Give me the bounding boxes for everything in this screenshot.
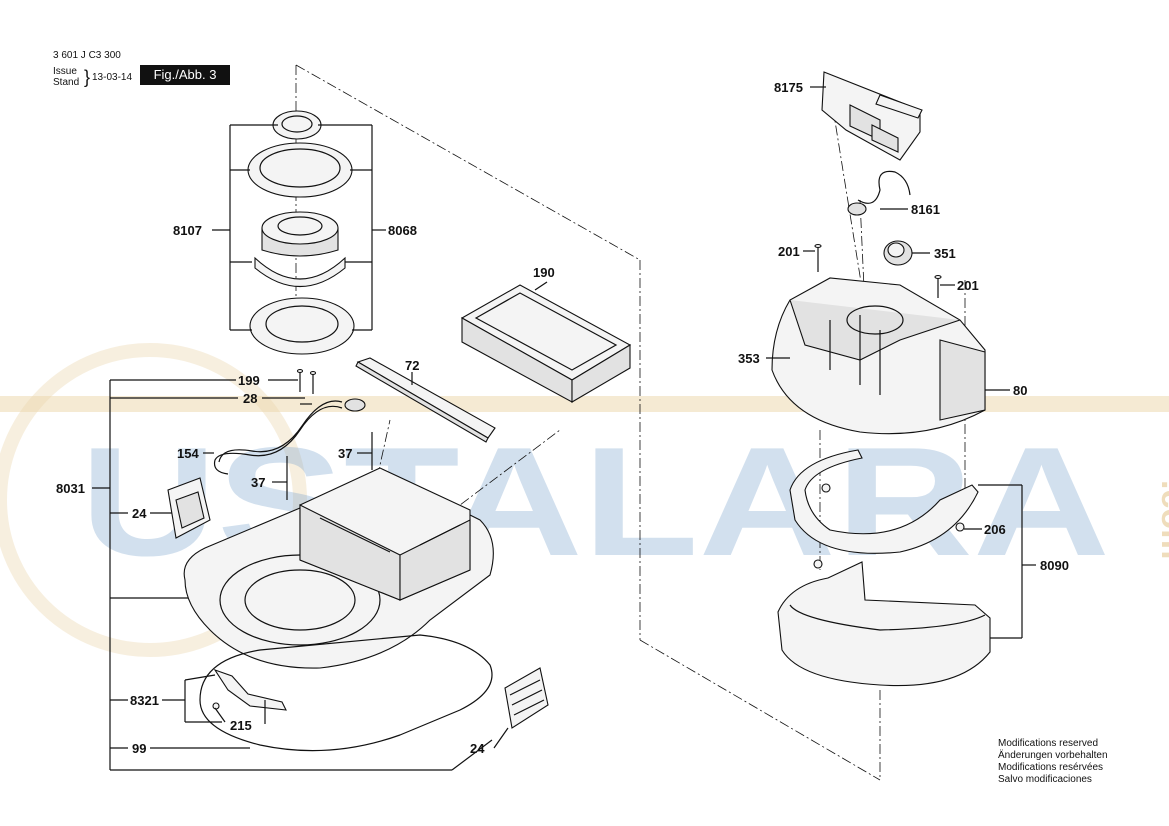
seal-ring bbox=[199, 634, 493, 752]
figure-label: Fig./Abb. 3 bbox=[140, 65, 230, 85]
leader-lines bbox=[92, 86, 1036, 771]
screws-201 bbox=[814, 243, 942, 298]
callout-201b: 201 bbox=[957, 278, 979, 293]
stand-label: Stand bbox=[53, 77, 80, 88]
callout-37b: 37 bbox=[251, 475, 265, 490]
callout-206: 206 bbox=[984, 522, 1006, 537]
switch-8161 bbox=[847, 170, 911, 216]
callout-37a: 37 bbox=[338, 446, 352, 461]
callout-351: 351 bbox=[934, 246, 956, 261]
issue-date: 13-03-14 bbox=[92, 72, 133, 83]
callout-72: 72 bbox=[405, 358, 419, 373]
filter-cartridge bbox=[460, 284, 632, 403]
callout-8031: 8031 bbox=[56, 481, 85, 496]
part-number: 3 601 J C3 300 bbox=[53, 50, 121, 61]
callout-190: 190 bbox=[533, 265, 555, 280]
callout-154: 154 bbox=[177, 446, 199, 461]
callout-8107: 8107 bbox=[173, 223, 202, 238]
callout-8161: 8161 bbox=[911, 202, 940, 217]
bottom-shell bbox=[777, 561, 991, 687]
motor-stack bbox=[247, 110, 355, 355]
watermark-suffix: .com bbox=[1154, 480, 1169, 559]
modifications-note: Modifications reserved Änderungen vorbeh… bbox=[998, 738, 1108, 786]
callout-201a: 201 bbox=[778, 244, 800, 259]
callout-199: 199 bbox=[238, 373, 260, 388]
callout-353: 353 bbox=[738, 351, 760, 366]
callout-24a: 24 bbox=[132, 506, 147, 521]
switch-part-24 bbox=[167, 477, 211, 539]
callout-215: 215 bbox=[230, 718, 252, 733]
callout-8175: 8175 bbox=[774, 80, 803, 95]
power-cable bbox=[213, 398, 366, 475]
callout-8321: 8321 bbox=[130, 693, 159, 708]
modifications-de: Änderungen vorbehalten bbox=[998, 750, 1108, 761]
upper-housing bbox=[771, 277, 986, 435]
clamp-ring bbox=[789, 449, 979, 569]
bracket-bar bbox=[355, 357, 496, 443]
callout-labels: 8107 8068 190 72 199 28 154 37 37 8031 2… bbox=[56, 80, 1069, 756]
modifications-fr: Modifications resérvées bbox=[998, 762, 1104, 773]
modifications-es: Salvo modificaciones bbox=[998, 774, 1092, 785]
knob-351 bbox=[883, 240, 913, 266]
pcb-board bbox=[821, 71, 923, 161]
housing-base bbox=[183, 467, 494, 669]
callout-80: 80 bbox=[1013, 383, 1027, 398]
callout-28: 28 bbox=[243, 391, 257, 406]
brace: } bbox=[84, 67, 91, 87]
modifications-en: Modifications reserved bbox=[998, 738, 1099, 749]
screws-199 bbox=[286, 368, 373, 500]
callout-99: 99 bbox=[132, 741, 146, 756]
callout-8068: 8068 bbox=[388, 223, 417, 238]
latch-8321 bbox=[212, 668, 287, 724]
callout-8090: 8090 bbox=[1040, 558, 1069, 573]
callout-24b: 24 bbox=[470, 741, 485, 756]
foot-part-24 bbox=[504, 667, 549, 729]
issue-label: Issue bbox=[53, 66, 77, 77]
